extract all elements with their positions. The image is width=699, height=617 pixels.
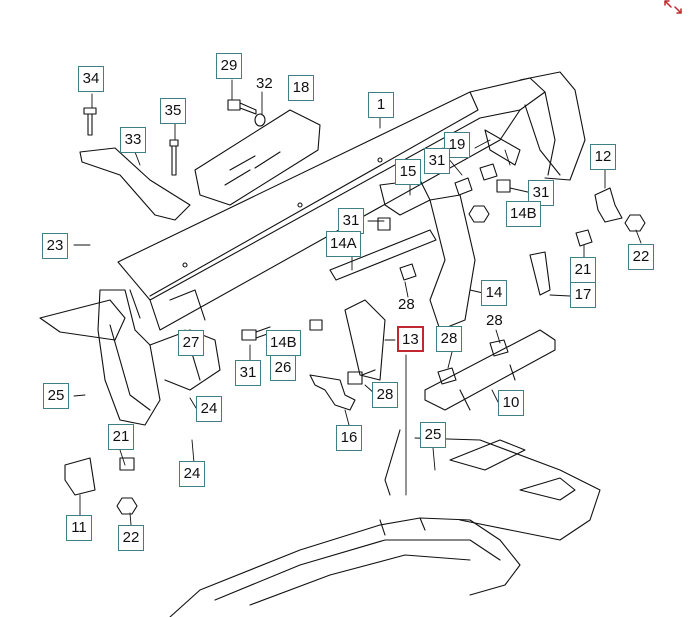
- callout-part-35[interactable]: 35: [160, 98, 186, 124]
- callout-part-25-left[interactable]: 25: [43, 383, 69, 409]
- callout-part-23[interactable]: 23: [42, 233, 68, 259]
- callout-part-12[interactable]: 12: [590, 144, 616, 170]
- callout-part-31-top[interactable]: 31: [424, 148, 450, 174]
- callout-part-1[interactable]: 1: [368, 92, 394, 118]
- callout-part-31-right[interactable]: 31: [528, 180, 554, 206]
- callout-part-27[interactable]: 27: [178, 330, 204, 356]
- callout-part-24-lower[interactable]: 24: [179, 461, 205, 487]
- callout-part-15[interactable]: 15: [395, 159, 421, 185]
- callout-part-31-low[interactable]: 31: [235, 360, 261, 386]
- callout-part-33[interactable]: 33: [120, 127, 146, 153]
- label-part-28-b[interactable]: 28: [486, 312, 503, 329]
- callout-part-22-left[interactable]: 22: [118, 525, 144, 551]
- expand-arrows-glyph: [664, 0, 682, 14]
- callout-part-18[interactable]: 18: [288, 75, 314, 101]
- callout-part-26[interactable]: 26: [270, 355, 296, 381]
- callout-part-28-d[interactable]: 28: [372, 382, 398, 408]
- callout-part-24-upper[interactable]: 24: [196, 396, 222, 422]
- callout-part-34[interactable]: 34: [78, 66, 104, 92]
- callout-part-10[interactable]: 10: [498, 390, 524, 416]
- callout-part-21-left[interactable]: 21: [108, 424, 134, 450]
- callout-part-14b-mid[interactable]: 14B: [266, 330, 301, 356]
- expand-arrows-icon[interactable]: [662, 0, 684, 14]
- callout-part-21-right[interactable]: 21: [570, 257, 596, 283]
- callout-part-31-mid[interactable]: 31: [338, 208, 364, 234]
- callout-part-28-c[interactable]: 28: [436, 326, 462, 352]
- floor-panel-drawing: [169, 429, 601, 617]
- label-part-32[interactable]: 32: [256, 75, 273, 92]
- callout-part-14b-top[interactable]: 14B: [506, 201, 541, 227]
- crossmember-drawing: [117, 71, 586, 331]
- callout-part-13-selected[interactable]: 13: [397, 326, 424, 352]
- label-part-28-a[interactable]: 28: [398, 296, 415, 313]
- callout-part-22-right[interactable]: 22: [628, 244, 654, 270]
- callout-part-11[interactable]: 11: [66, 515, 92, 541]
- callout-part-16[interactable]: 16: [336, 425, 362, 451]
- callout-part-25-mid[interactable]: 25: [420, 422, 446, 448]
- callout-part-29[interactable]: 29: [216, 53, 242, 79]
- callout-part-19[interactable]: 19: [444, 132, 470, 158]
- callout-part-14a[interactable]: 14A: [326, 231, 361, 257]
- callout-part-14[interactable]: 14: [481, 280, 507, 306]
- callout-part-17[interactable]: 17: [570, 282, 596, 308]
